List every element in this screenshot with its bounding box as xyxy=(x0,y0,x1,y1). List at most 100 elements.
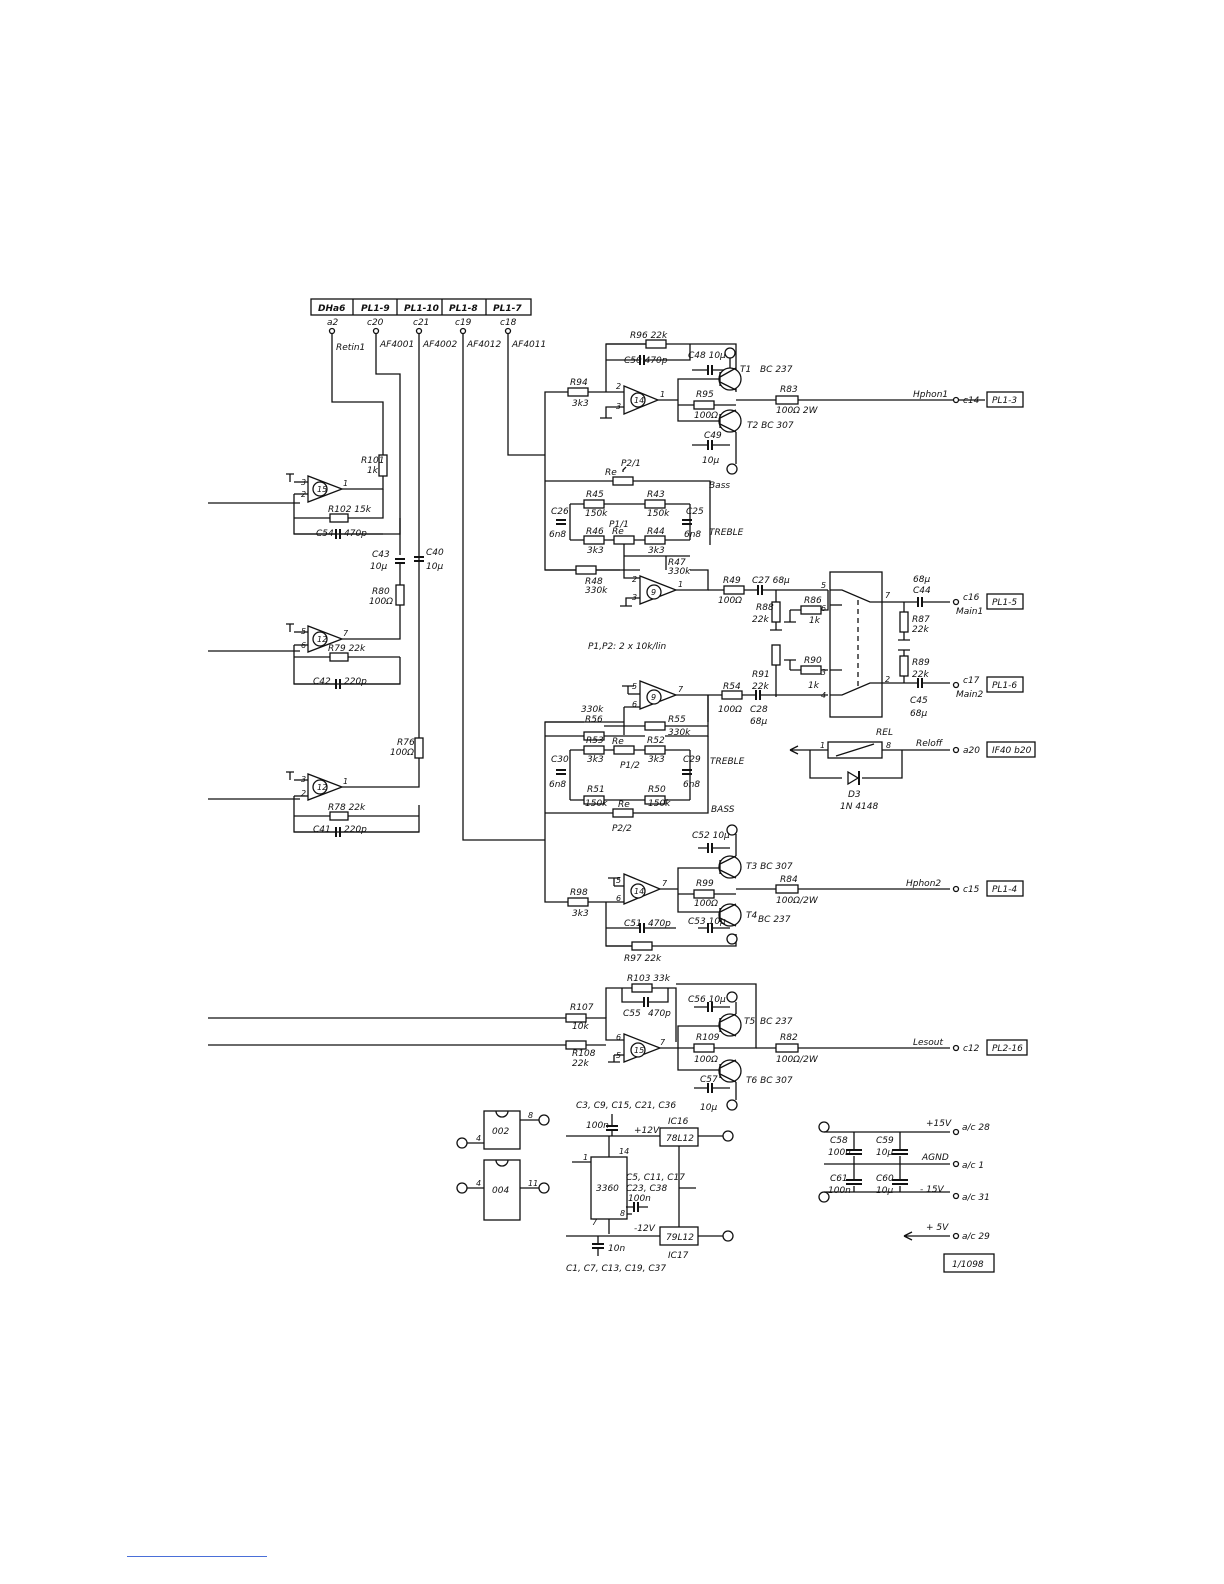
svg-text:R84: R84 xyxy=(780,875,798,885)
svg-text:14: 14 xyxy=(634,396,644,405)
svg-text:R46: R46 xyxy=(586,527,604,537)
svg-text:C40: C40 xyxy=(426,548,444,558)
drawing-number-box: 1/1098 xyxy=(943,1253,995,1273)
svg-text:C41: C41 xyxy=(313,825,331,835)
svg-text:T3 BC 307: T3 BC 307 xyxy=(746,862,793,872)
svg-text:R95: R95 xyxy=(696,390,714,400)
svg-text:C26: C26 xyxy=(551,507,569,517)
svg-text:5: 5 xyxy=(632,682,637,691)
svg-text:22k: 22k xyxy=(752,682,769,692)
power-decoupling: C58 100n C59 10µ C61 100n C60 10µ +15V A… xyxy=(818,1119,990,1242)
svg-text:22k: 22k xyxy=(752,615,769,625)
svg-text:150k: 150k xyxy=(585,509,608,519)
svg-text:R49: R49 xyxy=(723,576,741,586)
svg-text:R48: R48 xyxy=(585,577,603,587)
main2-output: R89 22k C45 68µ c17 Main2 PL1-6 xyxy=(882,649,1024,719)
svg-text:3k3: 3k3 xyxy=(648,755,665,765)
svg-text:1: 1 xyxy=(678,580,683,589)
svg-text:1k: 1k xyxy=(809,616,821,626)
svg-text:R53: R53 xyxy=(586,736,604,746)
svg-text:2: 2 xyxy=(301,789,306,798)
svg-text:150k: 150k xyxy=(585,799,608,809)
svg-text:10n: 10n xyxy=(608,1244,625,1254)
svg-text:8: 8 xyxy=(528,1111,533,1120)
svg-text:+ 5V: + 5V xyxy=(926,1223,949,1233)
svg-text:-12V: -12V xyxy=(634,1224,656,1234)
svg-text:330k: 330k xyxy=(581,705,604,715)
svg-text:100n: 100n xyxy=(828,1186,851,1196)
svg-text:R79 22k: R79 22k xyxy=(328,644,366,654)
svg-text:22k: 22k xyxy=(572,1059,589,1069)
svg-text:P1/1: P1/1 xyxy=(609,520,629,530)
signal-retin1: Retin1 xyxy=(336,343,365,353)
svg-text:3: 3 xyxy=(821,668,826,677)
svg-text:P2/1: P2/1 xyxy=(621,459,641,469)
svg-text:22k: 22k xyxy=(912,670,929,680)
svg-text:1: 1 xyxy=(583,1153,588,1162)
svg-text:REL: REL xyxy=(876,728,893,738)
conn-id-c19: c19 xyxy=(455,318,472,328)
svg-text:IC16: IC16 xyxy=(668,1117,689,1127)
svg-text:330k: 330k xyxy=(668,728,691,738)
svg-text:c16: c16 xyxy=(963,593,980,603)
svg-text:2: 2 xyxy=(616,382,621,391)
svg-text:R52: R52 xyxy=(647,736,665,746)
svg-text:6n8: 6n8 xyxy=(683,780,700,790)
svg-text:002: 002 xyxy=(492,1127,509,1137)
svg-text:150k: 150k xyxy=(647,509,670,519)
svg-text:T1: T1 xyxy=(740,365,751,375)
signal-main2: Main2 xyxy=(956,690,983,700)
svg-text:100n: 100n xyxy=(628,1194,651,1204)
svg-text:100Ω/2W: 100Ω/2W xyxy=(776,1055,819,1065)
svg-text:220p: 220p xyxy=(344,825,367,835)
svg-text:C56 10µ: C56 10µ xyxy=(688,995,726,1005)
opamp-id-15a: 15 xyxy=(317,485,327,494)
svg-text:IC17: IC17 xyxy=(668,1251,689,1261)
svg-text:6: 6 xyxy=(821,604,826,613)
svg-text:78L12: 78L12 xyxy=(666,1134,694,1144)
svg-text:C50 470p: C50 470p xyxy=(624,356,668,366)
svg-text:C25: C25 xyxy=(686,507,704,517)
svg-text:10µ: 10µ xyxy=(426,562,443,572)
svg-text:6: 6 xyxy=(616,894,621,903)
conn-hphon1: PL1-3 xyxy=(992,396,1017,406)
svg-text:470p: 470p xyxy=(344,529,367,539)
svg-text:100n: 100n xyxy=(586,1121,609,1131)
svg-text:D3: D3 xyxy=(848,790,861,800)
svg-text:10µ: 10µ xyxy=(876,1186,893,1196)
svg-text:14: 14 xyxy=(619,1147,629,1156)
svg-text:C44: C44 xyxy=(913,586,931,596)
svg-text:R96 22k: R96 22k xyxy=(630,331,668,341)
svg-text:R45: R45 xyxy=(586,490,604,500)
conn-lesout: PL2-16 xyxy=(992,1044,1023,1054)
voltage-regulators: C3, C9, C15, C21, C36 100n +12V 78L12 IC… xyxy=(566,1101,734,1274)
signal-agnd: AGND xyxy=(921,1153,949,1163)
header-pin-5: PL1-7 xyxy=(493,304,522,314)
svg-text:3k3: 3k3 xyxy=(587,755,604,765)
svg-text:2: 2 xyxy=(632,575,637,584)
svg-text:P1/2: P1/2 xyxy=(620,761,640,771)
signal-lesout: Lesout xyxy=(913,1038,943,1048)
svg-text:3: 3 xyxy=(301,478,306,487)
svg-text:a/c 29: a/c 29 xyxy=(962,1232,990,1242)
conn-main1: PL1-5 xyxy=(992,598,1017,608)
svg-text:3k3: 3k3 xyxy=(572,399,589,409)
svg-text:11: 11 xyxy=(528,1179,538,1188)
svg-text:Re: Re xyxy=(612,527,624,537)
svg-text:3k3: 3k3 xyxy=(648,546,665,556)
svg-text:C57: C57 xyxy=(700,1075,718,1085)
svg-text:220p: 220p xyxy=(344,677,367,687)
svg-text:8: 8 xyxy=(886,741,891,750)
svg-text:68µ: 68µ xyxy=(913,575,930,585)
svg-text:004: 004 xyxy=(492,1186,509,1196)
ic-packages: 002 4 8 004 4 11 xyxy=(456,1110,550,1221)
svg-text:a/c 31: a/c 31 xyxy=(962,1193,990,1203)
conn-id-c18: c18 xyxy=(500,318,517,328)
svg-text:5: 5 xyxy=(616,1051,621,1060)
svg-text:79L12: 79L12 xyxy=(666,1233,694,1243)
svg-text:R91: R91 xyxy=(752,670,770,680)
svg-text:R89: R89 xyxy=(912,658,930,668)
svg-text:1: 1 xyxy=(660,390,665,399)
svg-text:T4: T4 xyxy=(746,911,757,921)
svg-text:a/c 28: a/c 28 xyxy=(962,1123,990,1133)
